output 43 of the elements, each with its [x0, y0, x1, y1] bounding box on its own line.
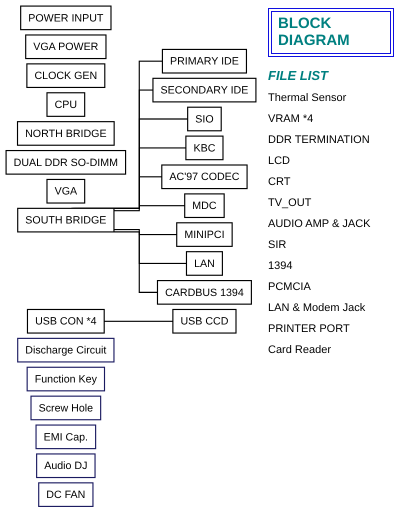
note-label: VRAM *4: [268, 113, 314, 125]
node-box: CPU: [46, 92, 86, 117]
node-box: MDC: [184, 193, 225, 218]
file-list-heading: FILE LIST: [268, 68, 328, 83]
node-box: CARDBUS 1394: [156, 280, 252, 305]
node-box: AC'97 CODEC: [161, 164, 248, 190]
note-label: Thermal Sensor: [268, 92, 346, 104]
node-box: POWER INPUT: [20, 6, 112, 30]
note-label: Card Reader: [268, 344, 331, 356]
connector: [114, 229, 178, 236]
node-box: DUAL DDR SO-DIMM: [6, 150, 126, 175]
note-label: PRINTER PORT: [268, 323, 350, 335]
node-box: CLOCK GEN: [26, 63, 106, 88]
note-label: DDR TERMINATION: [268, 134, 370, 146]
node-box: PRIMARY IDE: [162, 48, 248, 74]
connector: [114, 205, 186, 212]
node-box: Screw Hole: [30, 396, 102, 420]
node-box: Function Key: [26, 366, 106, 392]
node-box: SECONDARY IDE: [152, 78, 256, 102]
note-label: 1394: [268, 260, 292, 272]
note-label: AUDIO AMP & JACK: [268, 218, 370, 230]
note-label: PCMCIA: [268, 281, 311, 293]
node-box: EMI Cap.: [35, 424, 96, 450]
node-box: Audio DJ: [36, 453, 96, 478]
node-box: MINIPCI: [176, 222, 233, 247]
node-box: VGA POWER: [25, 34, 107, 60]
node-box: SIO: [187, 106, 222, 132]
node-box: NORTH BRIDGE: [16, 121, 115, 146]
note-label: CRT: [268, 176, 290, 188]
node-box: VGA: [46, 178, 86, 204]
node-box: DC FAN: [38, 482, 94, 507]
node-box: USB CCD: [172, 308, 237, 334]
node-box: Discharge Circuit: [17, 338, 115, 363]
note-label: LCD: [268, 155, 290, 167]
note-label: SIR: [268, 239, 286, 251]
node-box: USB CON *4: [26, 308, 105, 334]
node-box: LAN: [186, 251, 223, 276]
note-label: LAN & Modem Jack: [268, 302, 366, 314]
node-box: SOUTH BRIDGE: [17, 208, 115, 232]
note-label: TV_OUT: [268, 197, 312, 209]
node-box: KBC: [185, 136, 224, 160]
connector: [104, 320, 174, 322]
diagram-title: BLOCK DIAGRAM: [268, 8, 394, 57]
